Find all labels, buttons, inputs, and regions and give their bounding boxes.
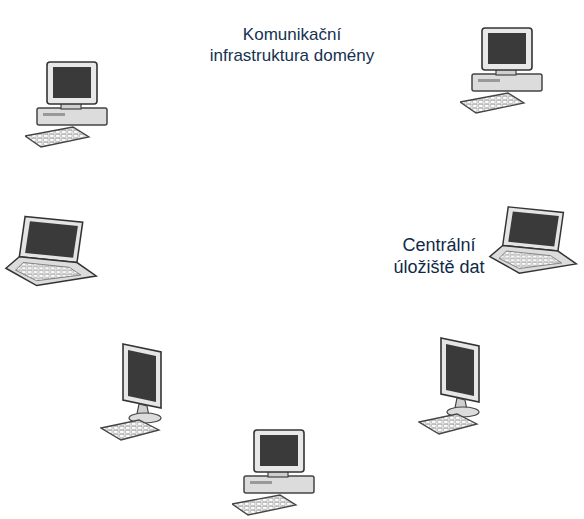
ring-outer: [61, 11, 523, 473]
laptop-computer: [490, 207, 576, 273]
desktop-computer: [25, 62, 107, 147]
flat-monitor: [419, 338, 479, 434]
storage-label: Centrální úložiště dat: [389, 234, 489, 279]
sphere-body: [208, 158, 376, 326]
desktop-computer: [460, 28, 542, 113]
laptop-computer: [6, 216, 96, 285]
ring-gap: [152, 102, 432, 382]
storage-sphere: Centrální úložiště dat: [207, 157, 377, 327]
sphere-shape: [207, 157, 377, 327]
desktop-computer: [232, 430, 314, 515]
flat-monitor: [101, 344, 161, 440]
ring-label: Komunikační infrastruktura domény: [207, 24, 377, 67]
infrastructure-ring: Komunikační infrastruktura doményCentrál…: [60, 10, 524, 474]
